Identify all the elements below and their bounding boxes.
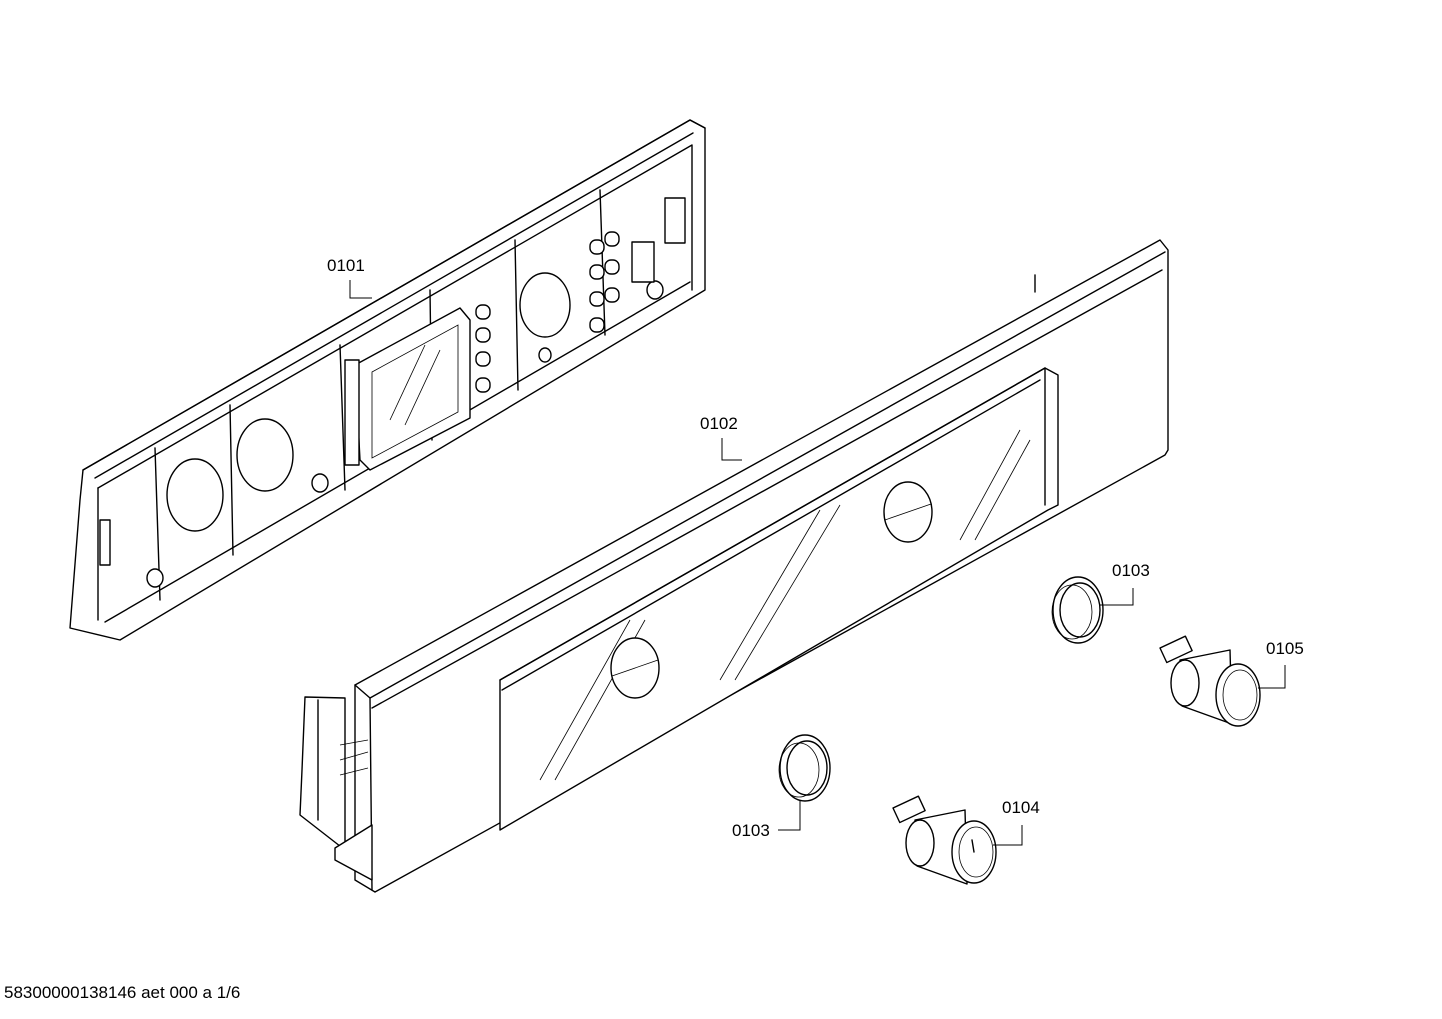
control-knob-left-part — [892, 795, 997, 885]
knob-ring-lower-part — [778, 734, 831, 802]
document-code: 58300000138146 aet 000 a 1/6 — [4, 983, 241, 1002]
control-knob-right-part — [1159, 635, 1261, 727]
part-label-0102: 0102 — [700, 414, 738, 433]
part-label-0103-upper: 0103 — [1112, 561, 1150, 580]
leader-lines — [349, 280, 1286, 846]
part-label-0104: 0104 — [1002, 798, 1040, 817]
front-fascia-panel-part — [299, 239, 1169, 893]
part-label-0103-lower: 0103 — [732, 821, 770, 840]
knob-ring-upper-part — [1051, 576, 1104, 644]
part-label-0101: 0101 — [327, 256, 365, 275]
part-label-0105: 0105 — [1266, 639, 1304, 658]
control-panel-frame-part — [69, 119, 706, 641]
